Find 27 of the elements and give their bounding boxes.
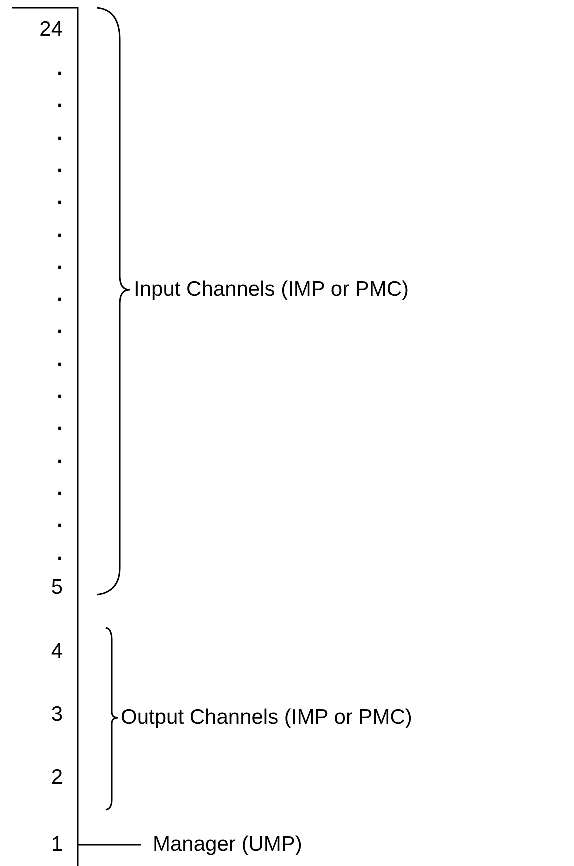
slot-number: . bbox=[57, 218, 63, 242]
slot-number: 2 bbox=[51, 766, 63, 790]
slot-rail bbox=[12, 7, 79, 866]
slot-number: 3 bbox=[51, 703, 63, 727]
slot-number: . bbox=[57, 412, 63, 436]
leader-line bbox=[78, 844, 141, 846]
slot-number: . bbox=[57, 122, 63, 146]
slot-number: . bbox=[57, 154, 63, 178]
slot-number: . bbox=[57, 250, 63, 275]
slot-number: . bbox=[57, 89, 63, 114]
slot-number: . bbox=[57, 283, 63, 308]
slot-number: 24 bbox=[40, 18, 63, 42]
slot-number: 4 bbox=[51, 640, 63, 664]
slot-number: . bbox=[57, 380, 63, 404]
slot-number: . bbox=[57, 509, 63, 534]
slot-number: . bbox=[57, 444, 63, 469]
slot-number: . bbox=[57, 542, 63, 566]
group-label: Output Channels (IMP or PMC) bbox=[121, 706, 412, 730]
slot-label: Manager (UMP) bbox=[153, 833, 302, 857]
slot-number: 5 bbox=[51, 576, 63, 600]
slot-number: . bbox=[57, 57, 63, 81]
slot-number: . bbox=[57, 476, 63, 501]
slot-number: 1 bbox=[51, 833, 63, 857]
slot-number: . bbox=[57, 348, 63, 372]
group-label: Input Channels (IMP or PMC) bbox=[134, 278, 410, 302]
slot-number: . bbox=[57, 315, 63, 340]
slot-number: . bbox=[57, 186, 63, 210]
